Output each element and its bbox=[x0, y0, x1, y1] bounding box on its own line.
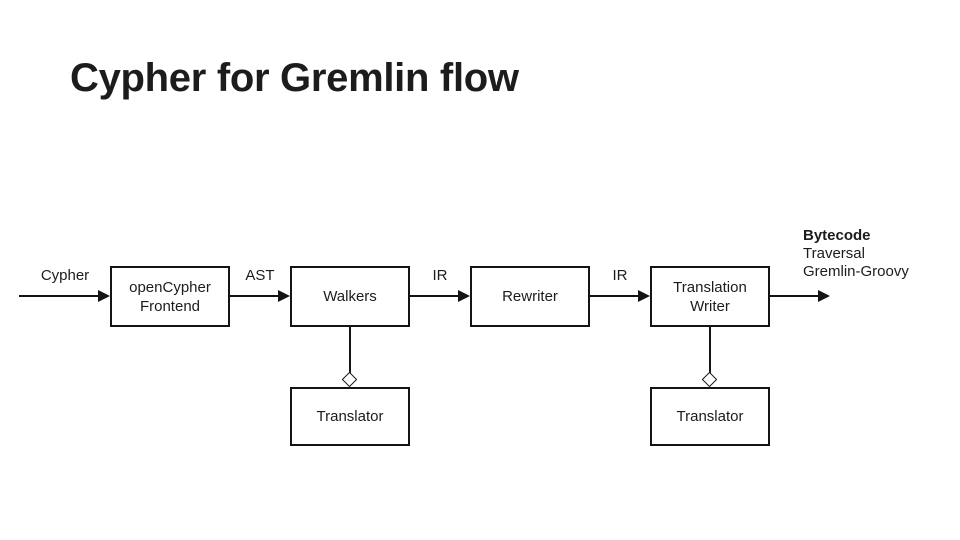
slide-title: Cypher for Gremlin flow bbox=[70, 56, 519, 100]
arrow-line bbox=[590, 295, 640, 297]
output-label-bytecode: Bytecode bbox=[803, 227, 871, 244]
arrow-walkers-to-rewriter bbox=[410, 290, 470, 302]
arrow-line bbox=[230, 295, 280, 297]
node-rewriter: Rewriter bbox=[470, 266, 590, 327]
edge-label-ir-2: IR bbox=[612, 267, 628, 284]
arrowhead-icon bbox=[638, 290, 650, 302]
arrow-line bbox=[770, 295, 820, 297]
arrowhead-icon bbox=[458, 290, 470, 302]
arrowhead-icon bbox=[818, 290, 830, 302]
arrowhead-icon bbox=[98, 290, 110, 302]
node-translator-right: Translator bbox=[650, 387, 770, 446]
node-translator-left: Translator bbox=[290, 387, 410, 446]
arrow-frontend-to-walkers bbox=[230, 290, 290, 302]
arrow-rewriter-to-translation-writer bbox=[590, 290, 650, 302]
edge-label-cypher: Cypher bbox=[40, 267, 90, 284]
aggregation-diamond-icon bbox=[341, 371, 358, 388]
connector-translation-writer-translator bbox=[709, 327, 711, 373]
output-labels: Bytecode Traversal Gremlin-Groovy bbox=[803, 227, 909, 281]
arrowhead-icon bbox=[278, 290, 290, 302]
arrow-output bbox=[770, 290, 830, 302]
edge-label-ir-1: IR bbox=[432, 267, 448, 284]
edge-label-ast: AST bbox=[245, 267, 275, 284]
node-opencypher-frontend: openCypher Frontend bbox=[110, 266, 230, 327]
arrow-line bbox=[410, 295, 460, 297]
node-translation-writer: Translation Writer bbox=[650, 266, 770, 327]
arrow-cypher-input bbox=[19, 290, 110, 302]
output-label-traversal: Traversal bbox=[803, 245, 865, 262]
arrow-line bbox=[19, 295, 100, 297]
aggregation-diamond-icon bbox=[701, 371, 718, 388]
output-label-gremlin-groovy: Gremlin-Groovy bbox=[803, 263, 909, 280]
connector-walkers-translator bbox=[349, 327, 351, 373]
node-walkers: Walkers bbox=[290, 266, 410, 327]
